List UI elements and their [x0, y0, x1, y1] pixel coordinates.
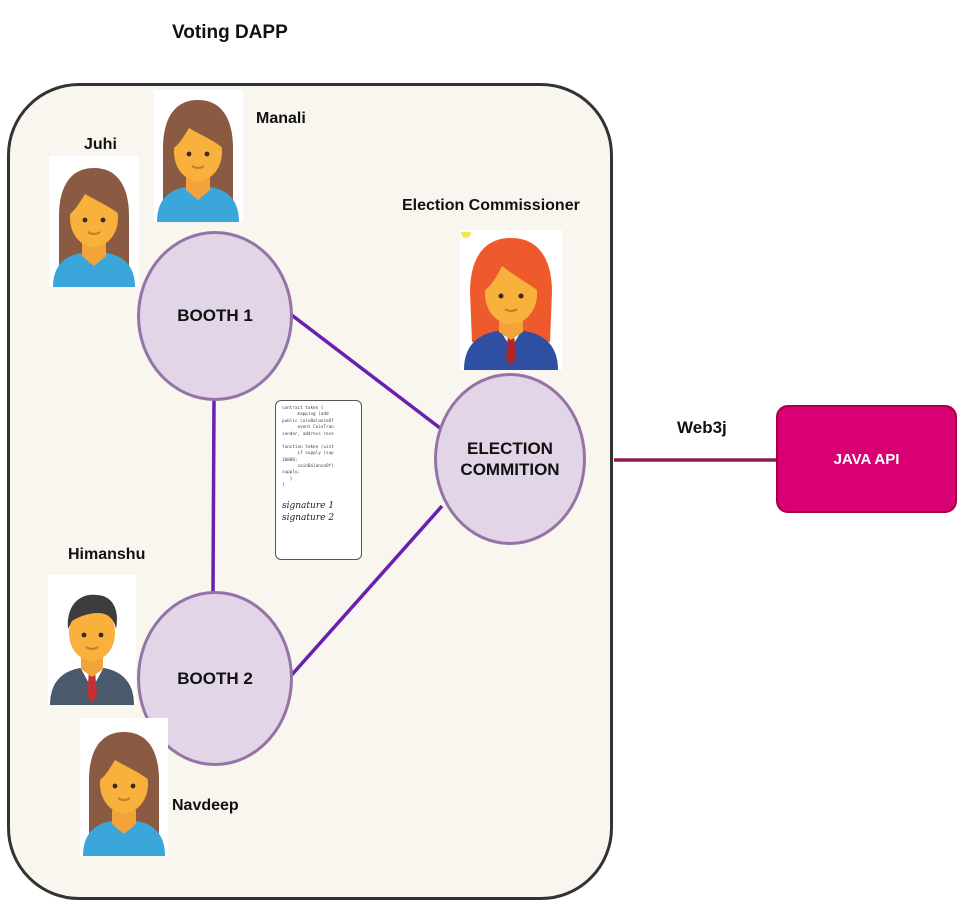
- booth-1-label: BOOTH 1: [177, 306, 253, 326]
- diagram-title: Voting DAPP: [172, 22, 288, 43]
- java-api-label: JAVA API: [833, 450, 900, 468]
- businessman-avatar-icon: [48, 575, 136, 705]
- smart-contract-document-icon: contract token { mapping (add public coi…: [275, 400, 362, 560]
- lightbulb-icon: [461, 232, 471, 238]
- person-label-himanshu: Himanshu: [68, 546, 146, 563]
- edge-booth2-commition: [287, 504, 444, 680]
- contract-code: contract token { mapping (add public coi…: [282, 406, 334, 489]
- election-commition-label-line2: COMMITION: [460, 460, 560, 479]
- person-label-election-commissioner: Election Commissioner: [402, 197, 580, 214]
- election-commition-label-line1: ELECTION: [467, 438, 553, 458]
- booth-2-node: BOOTH 2: [137, 591, 293, 766]
- woman-avatar-icon: [49, 156, 139, 287]
- java-api-node: JAVA API: [776, 405, 957, 513]
- contract-signature-1: signature 1: [282, 500, 335, 511]
- person-label-juhi: Juhi: [84, 136, 117, 153]
- election-commition-node: ELECTION COMMITION: [434, 373, 586, 545]
- edge-booth1-booth2: [211, 399, 216, 593]
- woman-avatar-icon: [154, 90, 243, 222]
- businesswoman-avatar-icon: [460, 230, 562, 370]
- booth-1-node: BOOTH 1: [137, 231, 293, 401]
- edge-booth1-commition: [287, 311, 442, 430]
- booth-2-label: BOOTH 2: [177, 668, 253, 688]
- person-label-navdeep: Navdeep: [172, 797, 239, 814]
- contract-signature-2: signature 2: [282, 513, 335, 524]
- person-label-manali: Manali: [256, 110, 306, 127]
- web3j-edge-label: Web3j: [677, 418, 727, 437]
- woman-avatar-icon: [80, 718, 168, 856]
